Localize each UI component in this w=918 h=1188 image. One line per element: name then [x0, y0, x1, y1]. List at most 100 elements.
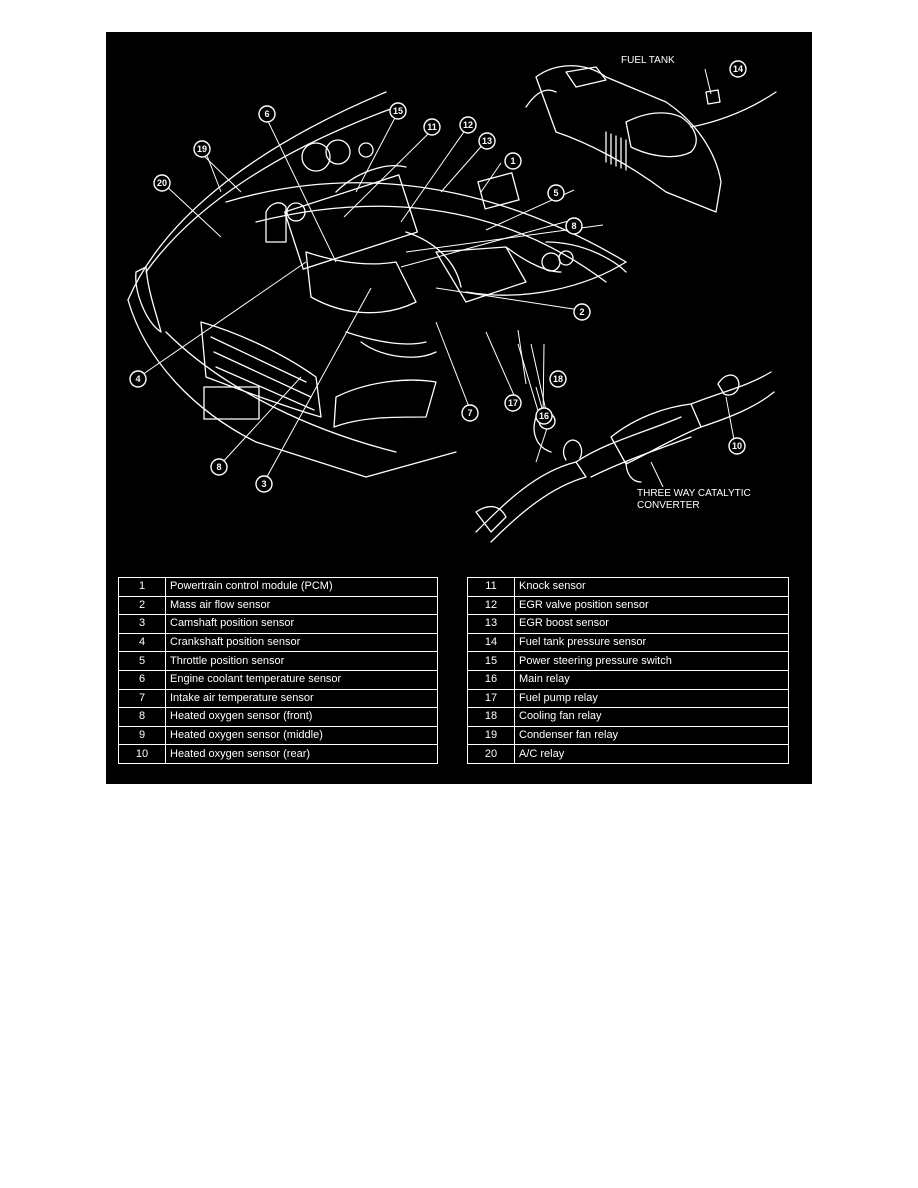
legend-number: 8 [118, 707, 166, 727]
legend-number: 16 [467, 669, 515, 690]
legend-number: 9 [118, 725, 166, 746]
legend-number: 20 [467, 744, 515, 764]
svg-text:20: 20 [157, 178, 167, 188]
air-cleaner [435, 246, 527, 303]
svg-text:7: 7 [467, 408, 472, 418]
fuel-tank-label: FUEL TANK [621, 55, 675, 66]
svg-text:15: 15 [393, 106, 403, 116]
legend-component-name: Condenser fan relay [514, 725, 789, 746]
legend-number: 12 [467, 595, 515, 616]
svg-text:4: 4 [135, 374, 140, 384]
legend-number: 13 [467, 614, 515, 634]
legend-component-name: Heated oxygen sensor (middle) [165, 725, 438, 746]
callout-7: 7 [461, 404, 479, 422]
svg-text:19: 19 [197, 144, 207, 154]
svg-text:3: 3 [261, 479, 266, 489]
callout-8: 8 [565, 217, 583, 235]
catalytic-converter [610, 403, 702, 465]
legend-number: 2 [118, 595, 166, 616]
svg-text:8: 8 [571, 221, 576, 231]
legend-component-name: Intake air temperature sensor [165, 688, 438, 709]
callout-12: 12 [459, 116, 477, 134]
legend-component-name: Throttle position sensor [165, 651, 438, 671]
callout-6: 6 [258, 105, 276, 123]
callout-1: 1 [504, 152, 522, 170]
callout-14: 14 [729, 60, 747, 78]
legend-number: 1 [118, 577, 166, 597]
svg-text:10: 10 [732, 441, 742, 451]
headlight-right [333, 379, 437, 428]
legend-component-name: Heated oxygen sensor (front) [165, 707, 438, 727]
converter-label-line1: THREE WAY CATALYTIC [637, 488, 751, 499]
legend-number: 14 [467, 632, 515, 653]
legend-component-name: Crankshaft position sensor [165, 632, 438, 653]
callout-20: 20 [153, 174, 171, 192]
svg-text:1: 1 [510, 156, 515, 166]
legend-component-name: Fuel tank pressure sensor [514, 632, 789, 653]
legend-number: 7 [118, 688, 166, 709]
legend-component-name: A/C relay [514, 744, 789, 764]
fuel-tank [535, 65, 722, 213]
legend-component-name: Camshaft position sensor [165, 614, 438, 634]
callout-3: 3 [255, 475, 273, 493]
callout-18: 18 [549, 370, 567, 388]
callout-10: 10 [728, 437, 746, 455]
callout-11: 11 [423, 118, 441, 136]
callout-5: 5 [547, 184, 565, 202]
legend-component-name: Cooling fan relay [514, 707, 789, 727]
legend-number: 15 [467, 651, 515, 671]
svg-text:18: 18 [553, 374, 563, 384]
svg-text:16: 16 [539, 411, 549, 421]
legend-component-name: EGR valve position sensor [514, 595, 789, 616]
engine-block [284, 174, 418, 270]
legend-number: 6 [118, 669, 166, 690]
svg-text:14: 14 [733, 64, 743, 74]
legend-component-name: Powertrain control module (PCM) [165, 577, 438, 597]
legend-number: 17 [467, 688, 515, 709]
legend-number: 19 [467, 725, 515, 746]
callout-2: 2 [573, 303, 591, 321]
callout-4: 4 [129, 370, 147, 388]
legend-component-name: Heated oxygen sensor (rear) [165, 744, 438, 764]
svg-text:8: 8 [216, 462, 221, 472]
legend-number: 18 [467, 707, 515, 727]
legend-component-name: Fuel pump relay [514, 688, 789, 709]
svg-text:17: 17 [508, 398, 518, 408]
engine-bay-drawing: 1 2 3 4 5 6 7 8 8 9 10 11 12 13 14 15 16… [127, 55, 777, 543]
legend-component-name: Mass air flow sensor [165, 595, 438, 616]
legend-number: 4 [118, 632, 166, 653]
converter-label-line2: CONVERTER [637, 500, 700, 511]
legend-component-name: Power steering pressure switch [514, 651, 789, 671]
svg-text:2: 2 [579, 307, 584, 317]
legend-component-name: Engine coolant temperature sensor [165, 669, 438, 690]
callout-16: 16 [535, 407, 553, 425]
component-location-figure: 1 2 3 4 5 6 7 8 8 9 10 11 12 13 14 15 16… [106, 32, 812, 784]
legend-component-name: Main relay [514, 669, 789, 690]
callout-19: 19 [193, 140, 211, 158]
callout-15: 15 [389, 102, 407, 120]
svg-text:11: 11 [427, 122, 437, 132]
license-plate [203, 386, 260, 420]
legend-number: 10 [118, 744, 166, 764]
legend-component-name: EGR boost sensor [514, 614, 789, 634]
